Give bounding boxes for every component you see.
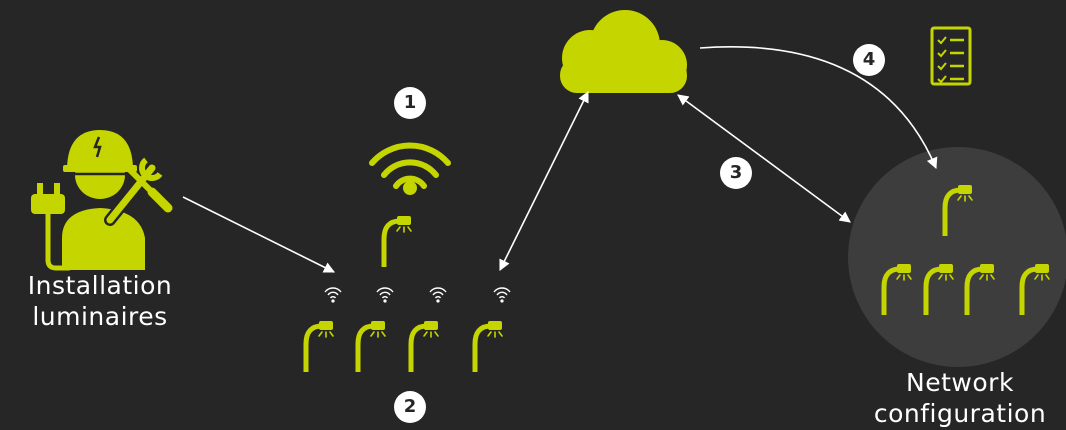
- streetlight-icon: [384, 216, 411, 267]
- worker-with-tools-icon: [31, 130, 173, 271]
- arrow-cloud-network: [677, 94, 851, 223]
- arrow-cloud-to-network-config: [699, 46, 938, 170]
- step-2-badge: 2: [394, 391, 426, 423]
- network-disc: [848, 147, 1066, 367]
- network-caption-line2: configuration: [873, 399, 1047, 428]
- cloud-icon: [560, 10, 687, 93]
- step-4-badge: 4: [853, 44, 885, 76]
- network-caption-line1: Network: [906, 368, 1014, 397]
- installation-caption-line1: Installation: [27, 271, 173, 300]
- connected-lamps-row: [306, 287, 511, 372]
- checklist-icon: [930, 26, 972, 86]
- step-1-badge: 1: [394, 87, 426, 119]
- network-caption: Network configuration: [857, 367, 1063, 429]
- wifi-icon: [369, 142, 451, 195]
- step-3-badge: 3: [720, 157, 752, 189]
- installation-caption: Installation luminaires: [0, 270, 200, 332]
- installation-caption-line2: luminaires: [32, 302, 168, 331]
- arrow-lamps-cloud: [499, 90, 589, 272]
- arrow-install-to-lamps: [182, 196, 336, 273]
